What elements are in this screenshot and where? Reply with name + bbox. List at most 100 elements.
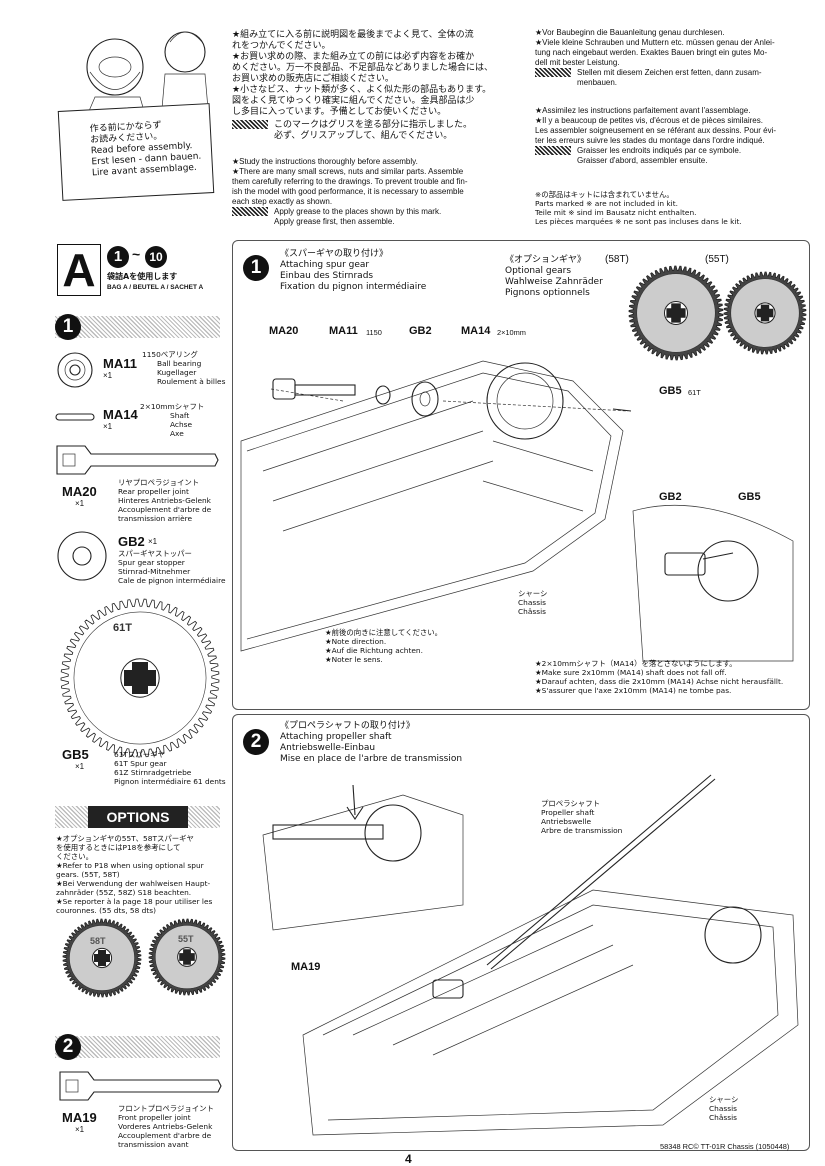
label-ma14-sub: 2×10mm <box>497 328 526 337</box>
jp-line: ★お買い求めの際、また組み立ての前には必ず内容をお確か <box>232 52 475 62</box>
de-grease-line: menbauen. <box>577 78 618 87</box>
desc-line: Accouplement d'arbre de <box>118 505 212 514</box>
part-qty: ×1 <box>75 762 85 771</box>
kit-line: Les pièces marquées ※ ne sont pas inclus… <box>535 217 742 226</box>
rear-propeller-joint-icon <box>56 445 219 475</box>
shaft-label-line: Arbre de transmission <box>541 826 623 835</box>
desc-line: 1150ベアリング <box>142 350 198 359</box>
desc-line: Cale de pignon intermédiaire <box>118 576 226 585</box>
en-line: ish the model with good performance, it … <box>232 187 464 196</box>
fr-line: ★Il y a beaucoup de petites vis, d'écrou… <box>535 116 763 125</box>
en-line: them carefully referring to the drawings… <box>232 177 468 186</box>
intro-jp-text: ★組み立てに入る前に説明図を最後までよく見て、全体の流 れをつかんでください。 … <box>232 30 512 142</box>
label-ma11: MA11 <box>329 325 358 337</box>
desc-line: Front propeller joint <box>118 1113 191 1122</box>
bag-label-jp: 袋詰Aを使用します <box>107 272 178 281</box>
title-line: Einbau des Stirnrads <box>280 271 374 281</box>
en-line: ★There are many small screws, nuts and s… <box>232 167 464 176</box>
gear-hub-key <box>666 303 686 323</box>
chassis-line: シャーシ <box>518 589 548 598</box>
part-code: GB5 <box>62 747 89 762</box>
option-line: を使用するときにはP18を参考にして <box>56 843 181 852</box>
part-desc: スパーギヤストッパー Spur gear stopper Stirnrad-Mi… <box>118 549 226 585</box>
jp-line: し多目に入っています。予備としてお使いください。 <box>232 107 447 117</box>
jp-line: お買い求めの販売店にご相談ください。 <box>232 74 394 84</box>
option-line: ください。 <box>56 852 93 861</box>
step2-panel: 2 《プロペラシャフトの取り付け》 Attaching propeller sh… <box>232 714 810 1151</box>
desc-line: Accouplement d'arbre de <box>118 1131 212 1140</box>
parts-step1-header: 1 <box>55 314 220 340</box>
title-line: Fixation du pignon intermédiaire <box>280 282 427 292</box>
option-line: gears. (55T, 58T) <box>56 870 120 879</box>
part-desc: リヤプロペラジョイント Rear propeller joint Hintere… <box>118 478 211 523</box>
opt-58t-label: (58T) <box>605 254 629 265</box>
intro-fr-text: ★Assimilez les instructions parfaitement… <box>535 106 820 166</box>
note-line: ★Noter le sens. <box>325 655 383 664</box>
desc-line: スパーギヤストッパー <box>118 549 192 558</box>
note-line: ★Darauf achten, dass die 2x10mm (MA14) A… <box>535 677 784 686</box>
label-gb2: GB2 <box>409 325 432 337</box>
jp-line: ★組み立てに入る前に説明図を最後までよく見て、全体の流 <box>232 30 474 40</box>
de-line: ★Vor Baubeginn die Bauanleitung genau du… <box>535 28 725 37</box>
step-to-badge: 10 <box>145 246 167 268</box>
bag-letter-box: A <box>57 244 101 296</box>
option-gear-55t-icon <box>148 918 226 996</box>
fr-line: ter les erreurs suivre les stades du mon… <box>535 136 765 145</box>
chassis-line: シャーシ <box>709 1095 739 1104</box>
de-grease-line: Stellen mit diesem Zeichen erst fetten, … <box>577 68 762 77</box>
title-line: Attaching propeller shaft <box>280 732 392 742</box>
grease-mark-icon <box>232 120 268 129</box>
part-qty: ×1 <box>103 422 113 431</box>
desc-line: Pignon intermédiaire 61 dents <box>114 777 226 786</box>
front-propeller-joint-icon <box>59 1071 222 1101</box>
part-qty: ×1 <box>148 537 158 546</box>
chassis-line: Chassis <box>518 598 546 607</box>
part-qty: ×1 <box>75 499 85 508</box>
option-line: ★Refer to P18 when using optional spur <box>56 861 204 870</box>
title-line: Pignons optionnels <box>505 288 590 298</box>
step2-badge: 2 <box>243 729 269 755</box>
desc-line: Axe <box>170 429 184 438</box>
desc-line: Spur gear stopper <box>118 558 185 567</box>
shaft-label-line: Antriebswelle <box>541 817 592 826</box>
fr-grease-line: Graisser les endroits indiqués par ce sy… <box>577 146 742 155</box>
spur-gear-61t-icon <box>60 598 220 758</box>
de-line: tung nach eingebaut werden. Exaktes Baue… <box>535 48 768 57</box>
optional-gears-title: 《オプションギヤ》 Optional gears Wahlweise Zahnr… <box>505 255 603 299</box>
kit-note: ※の部品はキットには含まれていません。 Parts marked ※ are n… <box>535 190 820 226</box>
part-code: MA20 <box>62 484 97 499</box>
option-line: ★Se reporter à la page 18 pour utiliser … <box>56 897 213 906</box>
en-line: each step exactly as shown. <box>232 197 333 206</box>
desc-line: Rear propeller joint <box>118 487 189 496</box>
label-inset-gb2: GB2 <box>659 491 682 503</box>
jp-line: ★小さなビス、ナット類が多く、よく似た形の部品もあります。 <box>232 85 492 95</box>
kit-line: Teile mit ※ sind im Bausatz nicht enthal… <box>535 208 697 217</box>
note-line: ★S'assurer que l'axe 2x10mm (MA14) ne to… <box>535 686 732 695</box>
desc-line: Vorderes Antriebs-Gelenk <box>118 1122 213 1131</box>
jp-grease-line: このマークはグリスを塗る部分に指示しました。 <box>274 120 473 130</box>
label-ma11-sub: 1150 <box>366 328 382 337</box>
title-line: Attaching spur gear <box>280 260 370 270</box>
shaft-label-line: プロペラシャフト <box>541 799 600 808</box>
step2-title: 《プロペラシャフトの取り付け》 Attaching propeller shaf… <box>280 721 462 765</box>
bearing-icon <box>57 352 93 388</box>
note-line: ★2×10mmシャフト（MA14）を落とさないようにします。 <box>535 659 737 668</box>
desc-line: transmission arrière <box>118 514 193 523</box>
en-grease-line: Apply grease to the places shown by this… <box>274 207 442 216</box>
parts-step2-badge: 2 <box>55 1034 81 1060</box>
option-line: ★Bei Verwendung der wahlweisen Haupt- <box>56 879 211 888</box>
option-gear-55t-label: 55T <box>178 934 194 944</box>
parts-step1-badge: 1 <box>55 314 81 340</box>
part-code: MA11 <box>103 356 137 371</box>
intro-en-text: ★Study the instructions thoroughly befor… <box>232 157 522 227</box>
chassis-label: シャーシ Chassis Châssis <box>518 589 547 616</box>
chassis-line: Châssis <box>518 607 546 616</box>
gear-hub-key <box>124 662 156 694</box>
title-line: 《プロペラシャフトの取り付け》 <box>280 721 415 731</box>
label-gb5-sub: 61T <box>688 388 701 397</box>
grease-mark-icon <box>232 207 268 217</box>
de-line: ★Viele kleine Schrauben und Muttern etc.… <box>535 38 775 47</box>
title-line: Antriebswelle-Einbau <box>280 743 376 753</box>
intro-card: 作る前にかならず お読みください。 Read before assembly. … <box>57 103 215 201</box>
desc-line: Ball bearing <box>157 359 202 368</box>
